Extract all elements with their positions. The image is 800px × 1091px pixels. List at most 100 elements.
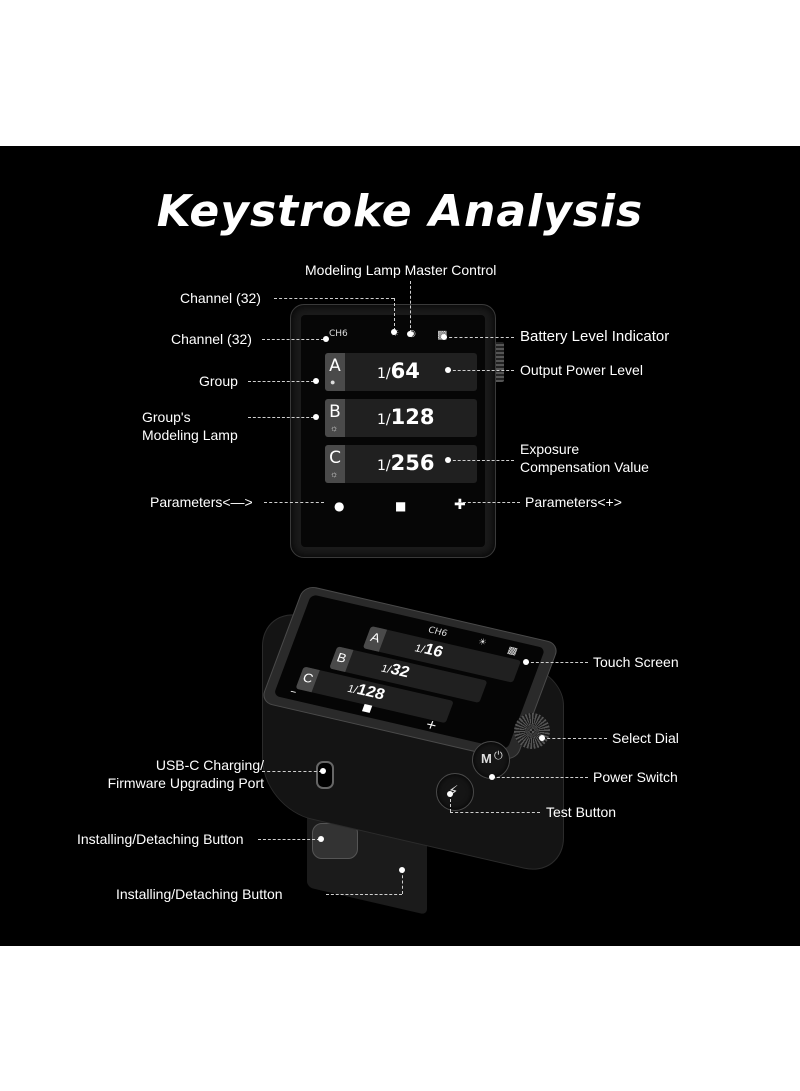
power-denominator: 256	[390, 451, 435, 475]
leader-dot	[313, 414, 319, 420]
power-value: 1/128	[377, 405, 434, 429]
label-modeling-lamp-master: Modeling Lamp Master Control	[305, 262, 497, 278]
diagram-panel: Keystroke Analysis CH6 ☀ ◉ ▩ A ● 1/64 B …	[0, 146, 800, 946]
label-usb-2: Firmware Upgrading Port	[107, 775, 264, 791]
power-fraction: 1/	[377, 366, 391, 382]
leader-line	[458, 502, 520, 503]
usb-c-port[interactable]	[316, 761, 334, 789]
battery-icon: ▩	[505, 644, 520, 658]
leader-dot	[445, 457, 451, 463]
power-value: 1/64	[377, 359, 420, 383]
leader-line	[450, 812, 540, 813]
plus-button[interactable]: +	[423, 717, 440, 734]
test-button[interactable]: ⚡	[436, 773, 474, 811]
label-test-button: Test Button	[546, 804, 617, 820]
label-power-switch: Power Switch	[593, 769, 678, 785]
leader-dot	[407, 331, 413, 337]
channel-indicator: CH6	[329, 329, 348, 339]
group-letter: C	[329, 448, 341, 468]
leader-line	[248, 417, 314, 418]
power-denominator: 128	[354, 681, 388, 704]
power-value: 1/16	[412, 639, 445, 662]
power-icon: ⏻	[494, 750, 503, 762]
power-denominator: 32	[388, 661, 412, 682]
label-exposure-1: Exposure	[520, 441, 580, 457]
label-install-2: Installing/Detaching Button	[116, 886, 283, 902]
label-usb-1: USB-C Charging/	[155, 757, 264, 773]
label-params-minus: Parameters<—>	[150, 494, 253, 510]
power-value: 1/128	[345, 679, 387, 704]
label-channel-left: Channel (32)	[171, 331, 252, 347]
modeling-lamp-icon: ☀	[476, 637, 488, 649]
power-switch[interactable]: M ⏻	[472, 741, 510, 779]
leader-line	[394, 298, 395, 331]
power-denominator: 128	[390, 405, 435, 429]
power-denominator: 16	[421, 641, 446, 661]
leader-line	[326, 894, 402, 895]
modeling-lamp-sun-icon: ☼	[330, 423, 339, 433]
front-screen: CH6 ☀ ◉ ▩ A ● 1/64 B ☼ 1/128 C ☼ 1/256	[301, 315, 485, 547]
group-letter: B	[329, 402, 341, 422]
label-touch-screen: Touch Screen	[593, 654, 679, 670]
leader-line	[262, 339, 324, 340]
group-row-b[interactable]: B ☼ 1/128	[325, 399, 477, 437]
label-channel-top: Channel (32)	[180, 290, 261, 306]
label-group-modeling-2: Modeling Lamp	[142, 427, 238, 443]
leader-line	[448, 370, 514, 371]
leader-dot	[445, 367, 451, 373]
leader-line	[410, 281, 411, 333]
leader-dot	[539, 735, 545, 741]
channel-indicator: CH6	[426, 625, 449, 640]
leader-dot	[399, 867, 405, 873]
leader-line	[258, 839, 320, 840]
leader-dot	[489, 774, 495, 780]
leader-line	[444, 337, 514, 338]
leader-line	[262, 771, 322, 772]
group-letter: A	[329, 356, 341, 376]
leader-line	[448, 460, 514, 461]
leader-line	[450, 794, 451, 812]
leader-dot	[320, 768, 326, 774]
power-fraction: 1/	[377, 458, 391, 474]
leader-line	[274, 298, 394, 299]
label-battery: Battery Level Indicator	[520, 328, 670, 345]
power-value: 1/32	[379, 659, 412, 682]
leader-dot	[447, 791, 453, 797]
label-group-modeling-1: Group's	[142, 409, 191, 425]
leader-line	[526, 662, 588, 663]
group-row-c[interactable]: C ☼ 1/256	[325, 445, 477, 483]
leader-dot	[523, 659, 529, 665]
power-label: M	[481, 751, 492, 766]
flash-icon: ⚡	[448, 783, 459, 800]
group-dot-icon: ●	[330, 377, 336, 387]
front-device: CH6 ☀ ◉ ▩ A ● 1/64 B ☼ 1/128 C ☼ 1/256	[290, 304, 496, 558]
group-tab	[325, 399, 345, 437]
label-params-plus: Parameters<+>	[525, 494, 622, 510]
group-tab	[325, 445, 345, 483]
modeling-lamp-sun-icon: ☼	[330, 469, 339, 479]
center-button[interactable]: ■	[395, 499, 407, 513]
minus-button[interactable]: ●	[334, 499, 345, 513]
power-fraction: 1/	[377, 412, 391, 428]
leader-dot	[441, 334, 447, 340]
leader-dot	[313, 378, 319, 384]
leader-line	[492, 777, 588, 778]
center-button[interactable]: ■	[360, 702, 374, 715]
select-dial-knob	[494, 342, 504, 382]
power-value: 1/256	[377, 451, 434, 475]
leader-dot	[318, 836, 324, 842]
leader-dot	[391, 329, 397, 335]
power-denominator: 64	[390, 359, 420, 383]
group-row-a[interactable]: A ● 1/64	[325, 353, 477, 391]
label-output-power: Output Power Level	[520, 362, 643, 378]
label-select-dial: Select Dial	[612, 730, 679, 746]
leader-line	[542, 738, 607, 739]
plus-button[interactable]: ✚	[454, 497, 466, 513]
page-title: Keystroke Analysis	[156, 186, 644, 237]
select-dial[interactable]	[514, 713, 550, 749]
leader-line	[264, 502, 324, 503]
label-exposure-2: Compensation Value	[520, 459, 649, 475]
minus-button[interactable]: –	[288, 683, 299, 699]
leader-line	[402, 870, 403, 894]
group-tab	[325, 353, 345, 391]
